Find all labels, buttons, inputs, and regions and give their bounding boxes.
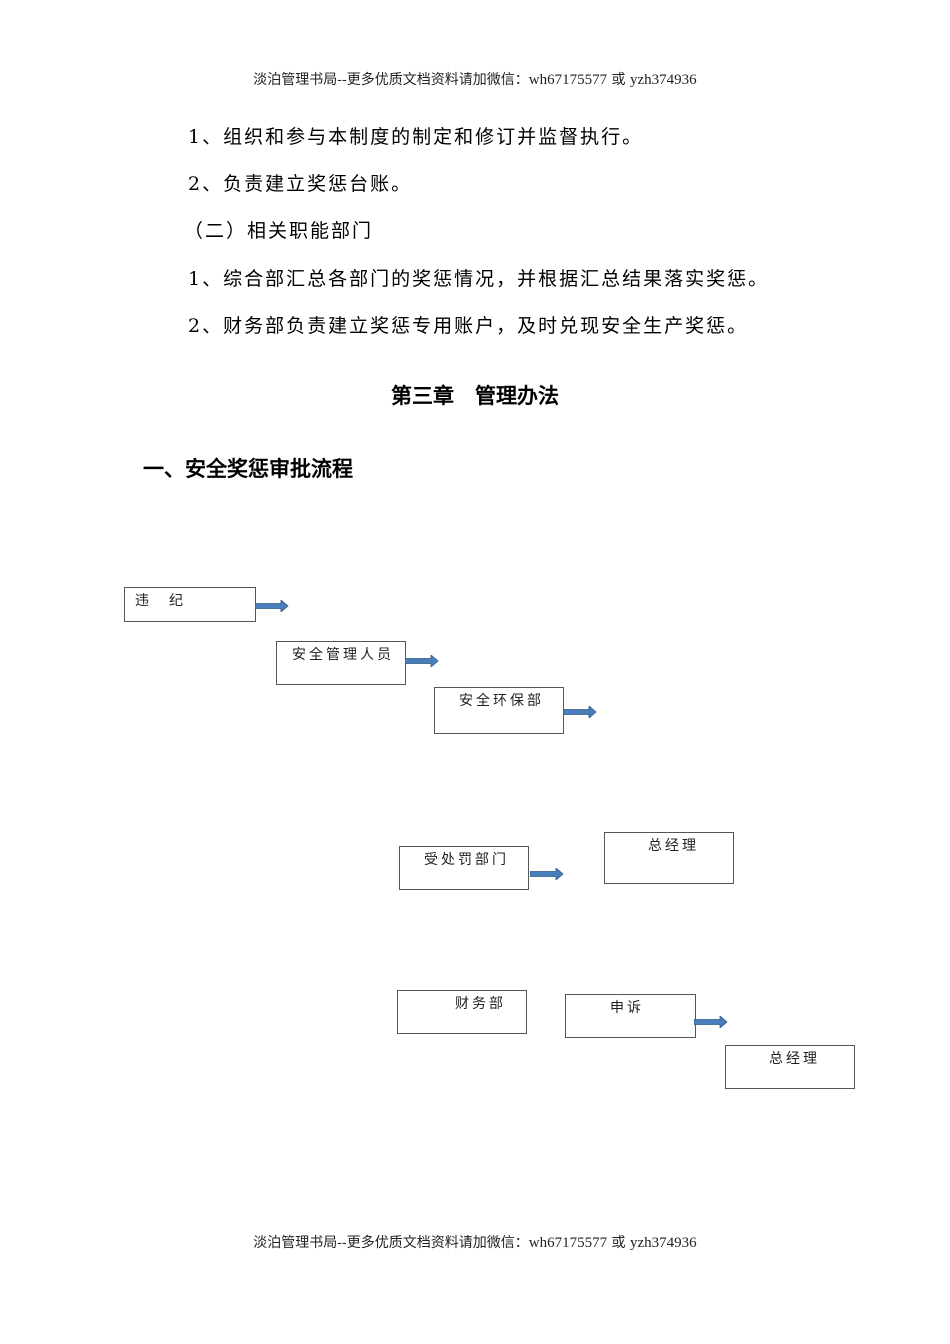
flow-box-label: 安全管理人员 bbox=[292, 647, 394, 663]
flow-box-violation: 违 纪 bbox=[124, 587, 256, 622]
flow-box-label: 申诉 bbox=[610, 1000, 644, 1016]
header-wechat-id-1: wh67175577 bbox=[528, 72, 608, 88]
paragraph-4: 2、财务部负责建立奖惩专用账户，及时兑现安全生产奖惩。 bbox=[188, 315, 749, 337]
footer-text: 淡泊管理书局--更多优质文档资料请加微信： bbox=[253, 1235, 529, 1251]
section-title: 一、安全奖惩审批流程 bbox=[143, 457, 353, 481]
page-footer: 淡泊管理书局--更多优质文档资料请加微信：wh67175577 或 yzh374… bbox=[0, 1232, 950, 1252]
flow-box-label: 财务部 bbox=[455, 996, 506, 1012]
flow-box-general-manager-2: 总经理 bbox=[725, 1045, 855, 1089]
flow-box-label: 总经理 bbox=[648, 838, 699, 854]
chapter-title: 第三章 管理办法 bbox=[391, 384, 559, 408]
arrow-right-icon bbox=[530, 868, 564, 880]
flow-box-safety-env-dept: 安全环保部 bbox=[434, 687, 564, 734]
flow-box-label: 安全环保部 bbox=[459, 693, 544, 709]
flow-box-penalized-dept: 受处罚部门 bbox=[399, 846, 529, 890]
arrow-right-icon bbox=[563, 706, 597, 718]
header-wechat-id-2: yzh374936 bbox=[630, 72, 697, 88]
arrow-right-icon bbox=[694, 1016, 728, 1028]
paragraph-1: 1、组织和参与本制度的制定和修订并监督执行。 bbox=[188, 126, 644, 148]
flow-box-label: 违 纪 bbox=[135, 593, 186, 609]
flow-box-label: 总经理 bbox=[769, 1051, 820, 1067]
flow-box-finance-dept: 财务部 bbox=[397, 990, 527, 1034]
flow-box-label: 受处罚部门 bbox=[424, 852, 509, 868]
paragraph-2: 2、负责建立奖惩台账。 bbox=[188, 173, 413, 195]
page-header: 淡泊管理书局--更多优质文档资料请加微信：wh67175577 或 yzh374… bbox=[0, 69, 950, 89]
flow-box-general-manager-1: 总经理 bbox=[604, 832, 734, 884]
header-text: 淡泊管理书局--更多优质文档资料请加微信： bbox=[253, 72, 529, 88]
footer-wechat-id-1: wh67175577 bbox=[528, 1235, 608, 1251]
flow-box-appeal: 申诉 bbox=[565, 994, 696, 1038]
footer-or: 或 bbox=[607, 1235, 631, 1251]
arrow-right-icon bbox=[405, 655, 439, 667]
subsection-heading: （二）相关职能部门 bbox=[184, 220, 374, 242]
paragraph-3: 1、综合部汇总各部门的奖惩情况，并根据汇总结果落实奖惩。 bbox=[188, 268, 770, 290]
flow-box-safety-manager: 安全管理人员 bbox=[276, 641, 406, 685]
footer-wechat-id-2: yzh374936 bbox=[630, 1235, 697, 1251]
arrow-right-icon bbox=[255, 600, 289, 612]
header-or: 或 bbox=[607, 72, 631, 88]
